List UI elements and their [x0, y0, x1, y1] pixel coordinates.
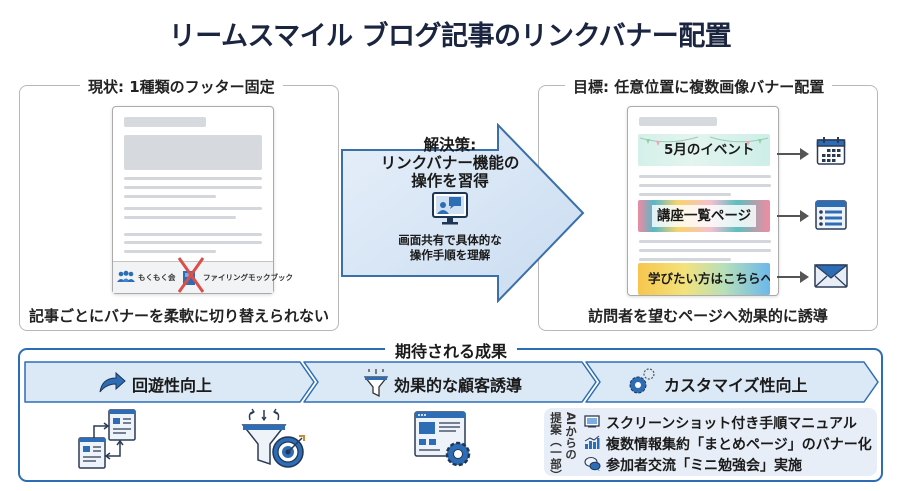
ai-label-col2: 提案（一部）: [549, 412, 563, 481]
ai-suggestion-item: 複数情報集約「まとめページ」のバナー化: [606, 437, 872, 453]
text-line: [639, 249, 771, 252]
gear-icon: [629, 368, 655, 394]
article-image-placeholder: [124, 135, 262, 170]
funnel-target-icon: [241, 408, 305, 468]
cross-mark-icon: [177, 257, 205, 293]
solution-heading-line3: 操作を習得: [411, 172, 489, 190]
banner-learn-more[interactable]: 学びたい方はこちらへ: [638, 263, 770, 295]
outcome-step-label: 回遊性向上: [132, 376, 213, 395]
text-line: [124, 233, 262, 236]
outcomes-heading: 期待される成果: [385, 338, 518, 362]
goal-article-mockup: 5月のイベント 講座一覧ページ 学びたい方はこちらへ: [627, 106, 779, 296]
outcome-step-label: カスタマイズ性向上: [664, 376, 808, 395]
text-line: [639, 193, 731, 196]
text-line: [639, 258, 731, 261]
goal-heading: 目標: 任意位置に複数画像バナー配置: [565, 76, 833, 97]
link-arrow: [777, 210, 809, 222]
bunting-decoration-icon: [639, 136, 769, 146]
solution-heading-line1: 解決策:: [423, 136, 477, 154]
banner-label: 5月のイベント: [664, 142, 755, 158]
list-icon: [815, 200, 847, 230]
text-line: [639, 184, 771, 187]
ai-suggestion-item: 参加者交流「ミニ勉強会」実施: [606, 458, 802, 474]
text-line: [124, 241, 262, 244]
text-line: [639, 240, 771, 243]
fixed-footer-banner: もくもく会 ファイリングモックブック: [113, 257, 293, 293]
settings-window-icon: [414, 411, 471, 467]
page-title: リームスマイル ブログ記事のリンクバナー配置: [168, 21, 732, 52]
screen-share-icon: [432, 192, 468, 225]
outcome-step-label: 効果的な顧客誘導: [394, 376, 523, 395]
banner-course-list[interactable]: 講座一覧ページ: [638, 200, 770, 232]
screenshot-icon: [584, 415, 600, 428]
funnel-icon: [364, 369, 388, 398]
article-title-placeholder: [124, 117, 206, 127]
solution-sub-line1: 画面共有で具体的な: [398, 233, 502, 247]
article-title-placeholder: [639, 117, 717, 126]
ai-suggestion-item: スクリーンショット付き手順マニュアル: [606, 416, 857, 432]
calendar-icon: [816, 137, 846, 165]
link-arrow: [777, 148, 809, 160]
goal-caption: 訪問者を望むページへ効果的に誘導: [588, 307, 828, 325]
text-line: [124, 207, 262, 210]
link-arrow: [777, 271, 809, 283]
curved-arrow-icon: [99, 372, 126, 393]
text-line: [124, 177, 262, 180]
banner-label: 講座一覧ページ: [652, 205, 756, 227]
text-line: [124, 195, 216, 198]
solution-heading-line2: リンクバナー機能の: [380, 154, 520, 172]
text-line: [124, 250, 216, 253]
current-state-heading: 現状: 1種類のフッター固定: [80, 76, 283, 97]
chart-icon: [584, 435, 600, 449]
banner-may-event[interactable]: 5月のイベント: [638, 134, 770, 166]
current-article-mockup: もくもく会 ファイリングモックブック: [112, 106, 293, 294]
page-navigation-icon: [78, 409, 136, 469]
chat-icon: [584, 456, 601, 471]
mail-icon: [814, 264, 848, 288]
group-people-icon: [117, 270, 135, 282]
text-line: [639, 175, 771, 178]
footer-item-mokumoku: もくもく会: [138, 273, 176, 282]
text-line: [124, 186, 262, 189]
solution-sub-line2: 操作手順を理解: [409, 248, 491, 262]
footer-item-filing: ファイリングモックブック: [203, 273, 293, 282]
text-line: [124, 216, 236, 219]
ai-label-col1: AIからの: [564, 412, 578, 460]
current-state-caption: 記事ごとにバナーを柔軟に切り替えられない: [28, 307, 329, 325]
banner-label: 学びたい方はこちらへ: [648, 271, 770, 286]
